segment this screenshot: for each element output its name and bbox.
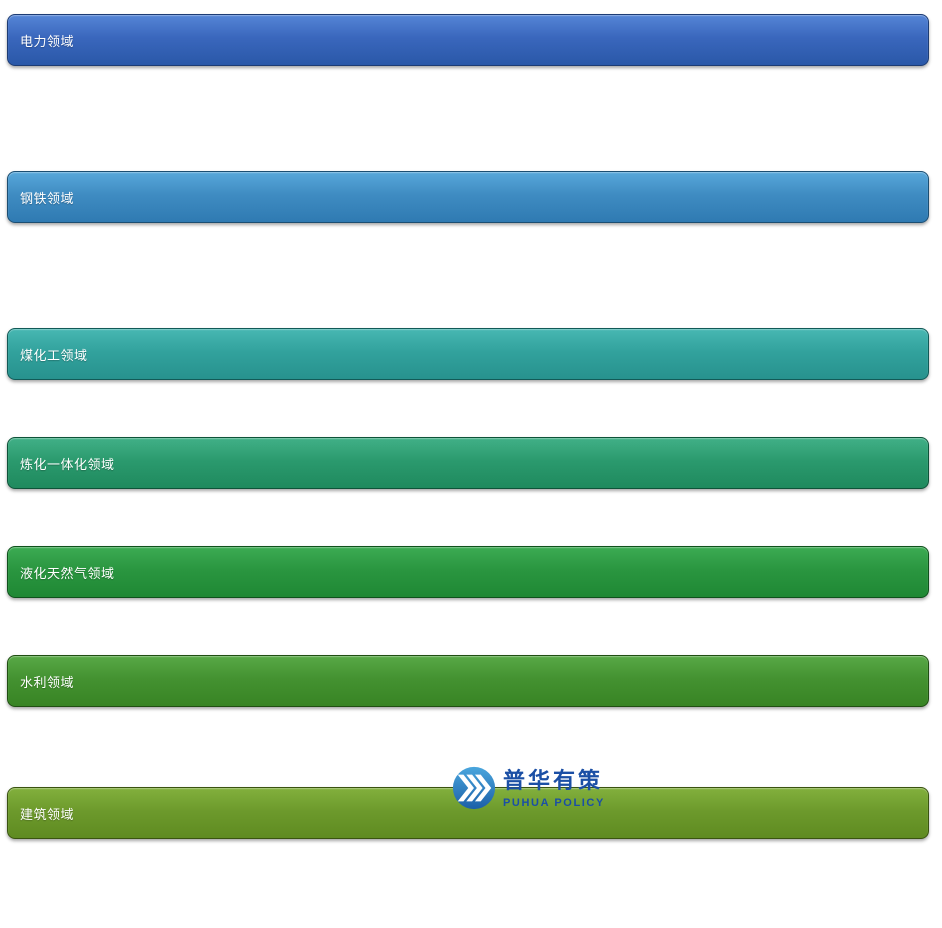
puhua-logo-text: 普华有策 PUHUA POLICY [503, 768, 605, 810]
puhua-logo-icon [452, 766, 496, 810]
bar-label: 钢铁领域 [20, 190, 75, 206]
industry-bar: 炼化一体化领域 [7, 437, 929, 489]
puhua-watermark: 普华有策 PUHUA POLICY [451, 765, 605, 811]
industry-bar: 钢铁领域 [7, 171, 929, 223]
chevrons [457, 774, 492, 802]
bar-label: 炼化一体化领域 [20, 456, 115, 472]
industry-bar: 水利领域 [7, 655, 929, 707]
puhua-logo-en: PUHUA POLICY [503, 797, 605, 809]
industry-bar: 电力领域 [7, 14, 929, 66]
bar-label: 电力领域 [20, 33, 75, 49]
bar-label: 水利领域 [20, 674, 75, 690]
bar-label: 煤化工领域 [20, 347, 88, 363]
bar-label: 建筑领域 [20, 806, 75, 822]
bar-label: 液化天然气领域 [20, 565, 115, 581]
industry-bar: 液化天然气领域 [7, 546, 929, 598]
puhua-logo-cn: 普华有策 [503, 768, 604, 793]
industry-bar: 煤化工领域 [7, 328, 929, 380]
